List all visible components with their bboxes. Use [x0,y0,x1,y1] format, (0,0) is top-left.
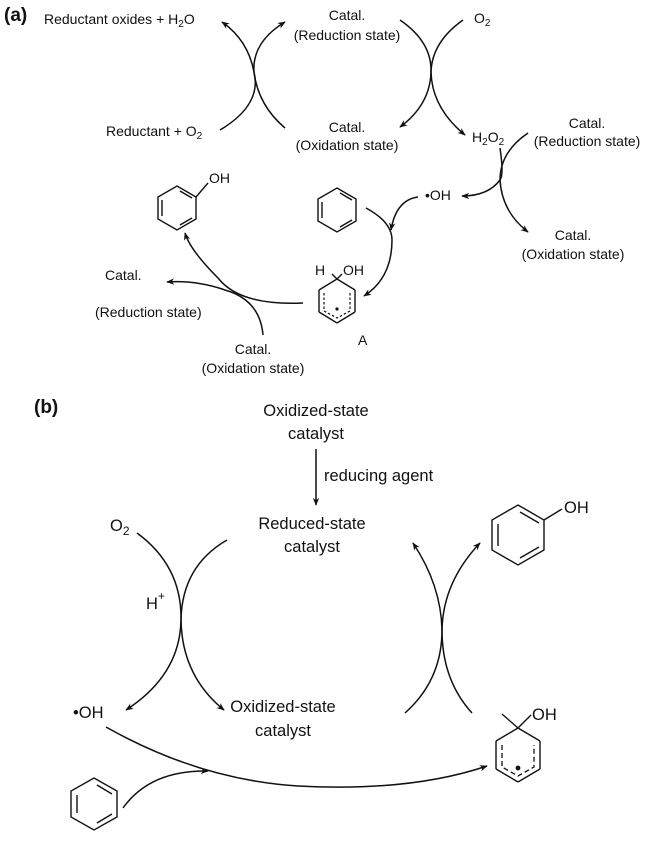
benzene-molecule-b [70,777,118,831]
phenol-oh-a: OH [209,170,230,186]
reduced-catalyst-line2: catalyst [284,538,340,556]
arc-reductant-to-oxides [219,21,256,131]
arc-o2-to-h2o2 [430,19,466,136]
arc-benzene-joins [122,767,209,809]
oxidized-catalyst-top-line2: catalyst [288,425,344,443]
arc-oh-joins [389,196,419,231]
phenol-molecule-b [491,504,563,566]
intermediate-oh-b: OH [532,706,557,724]
catal-oxidation-3-line2: (Oxidation state) [202,360,305,376]
reductant-o2-label: Reductant + O2 [106,123,203,142]
catal-reduction-2-line2: (Reduction state) [534,133,641,149]
reduced-catalyst-line1: Reduced-state [258,515,365,533]
benzene-molecule-a [317,187,357,233]
o2-label-a: O2 [474,10,491,29]
arc-intermediate-to-phenol [183,232,304,305]
oxidized-catalyst-top-line1: Oxidized-state [263,402,368,420]
catal-oxidation-1-line1: Catal. [329,119,366,135]
arc-benzene-to-intermediate [363,207,393,297]
arc-o2-to-oh-radical [125,532,182,711]
arc-catal-ox-to-red [253,21,286,129]
arc-h2o2-to-oh [461,147,503,200]
catal-reduction-1-line2: (Reduction state) [294,27,401,43]
catal-reduction-3-line1: Catal. [105,267,142,283]
catal-oxidation-2-line1: Catal. [555,227,592,243]
arc-oxidized-to-reduced [404,542,443,714]
reducing-agent-label: reducing agent [324,467,434,485]
catal-reduction-2-line1: Catal. [569,115,606,131]
h2o2-label: H2O2 [472,129,505,148]
reductant-oxides-label: Reductant oxides + H2O [44,11,195,30]
panel-a-label: (a) [4,5,27,26]
h-plus-label: H+ [146,589,165,613]
arc-catal-red-to-ox-2 [499,132,529,233]
arc-intermediate-to-phenol-b [441,542,481,714]
catal-reduction-1-line1: Catal. [329,7,366,23]
catal-oxidation-1-line2: (Oxidation state) [296,137,399,153]
arc-catal-red-to-ox [399,19,432,128]
phenol-molecule-a [157,182,209,231]
intermediate-oh-a: OH [343,262,364,278]
intermediate-a-label: A [358,332,368,348]
phenol-oh-b: OH [564,499,589,517]
arc-catal-ox-to-red-3 [166,278,264,336]
arc-reduced-to-oxidized [180,539,228,711]
cyclohexadienyl-intermediate-b [495,713,541,783]
oh-radical-a: •OH [425,187,451,203]
catal-reduction-3-line2: (Reduction state) [95,304,202,320]
catal-oxidation-2-line2: (Oxidation state) [522,246,625,262]
catal-oxidation-3-line1: Catal. [235,341,272,357]
oxidized-catalyst-mid-line1: Oxidized-state [230,698,335,716]
oxidized-catalyst-mid-line2: catalyst [255,722,311,740]
intermediate-h-a: H [315,262,325,278]
cyclohexadienyl-intermediate-a [318,273,356,324]
panel-b-label: (b) [34,397,58,418]
arc-oh-radical-to-intermediate [105,726,488,788]
o2-label-b: O2 [110,517,130,538]
oh-radical-b: •OH [73,704,104,722]
